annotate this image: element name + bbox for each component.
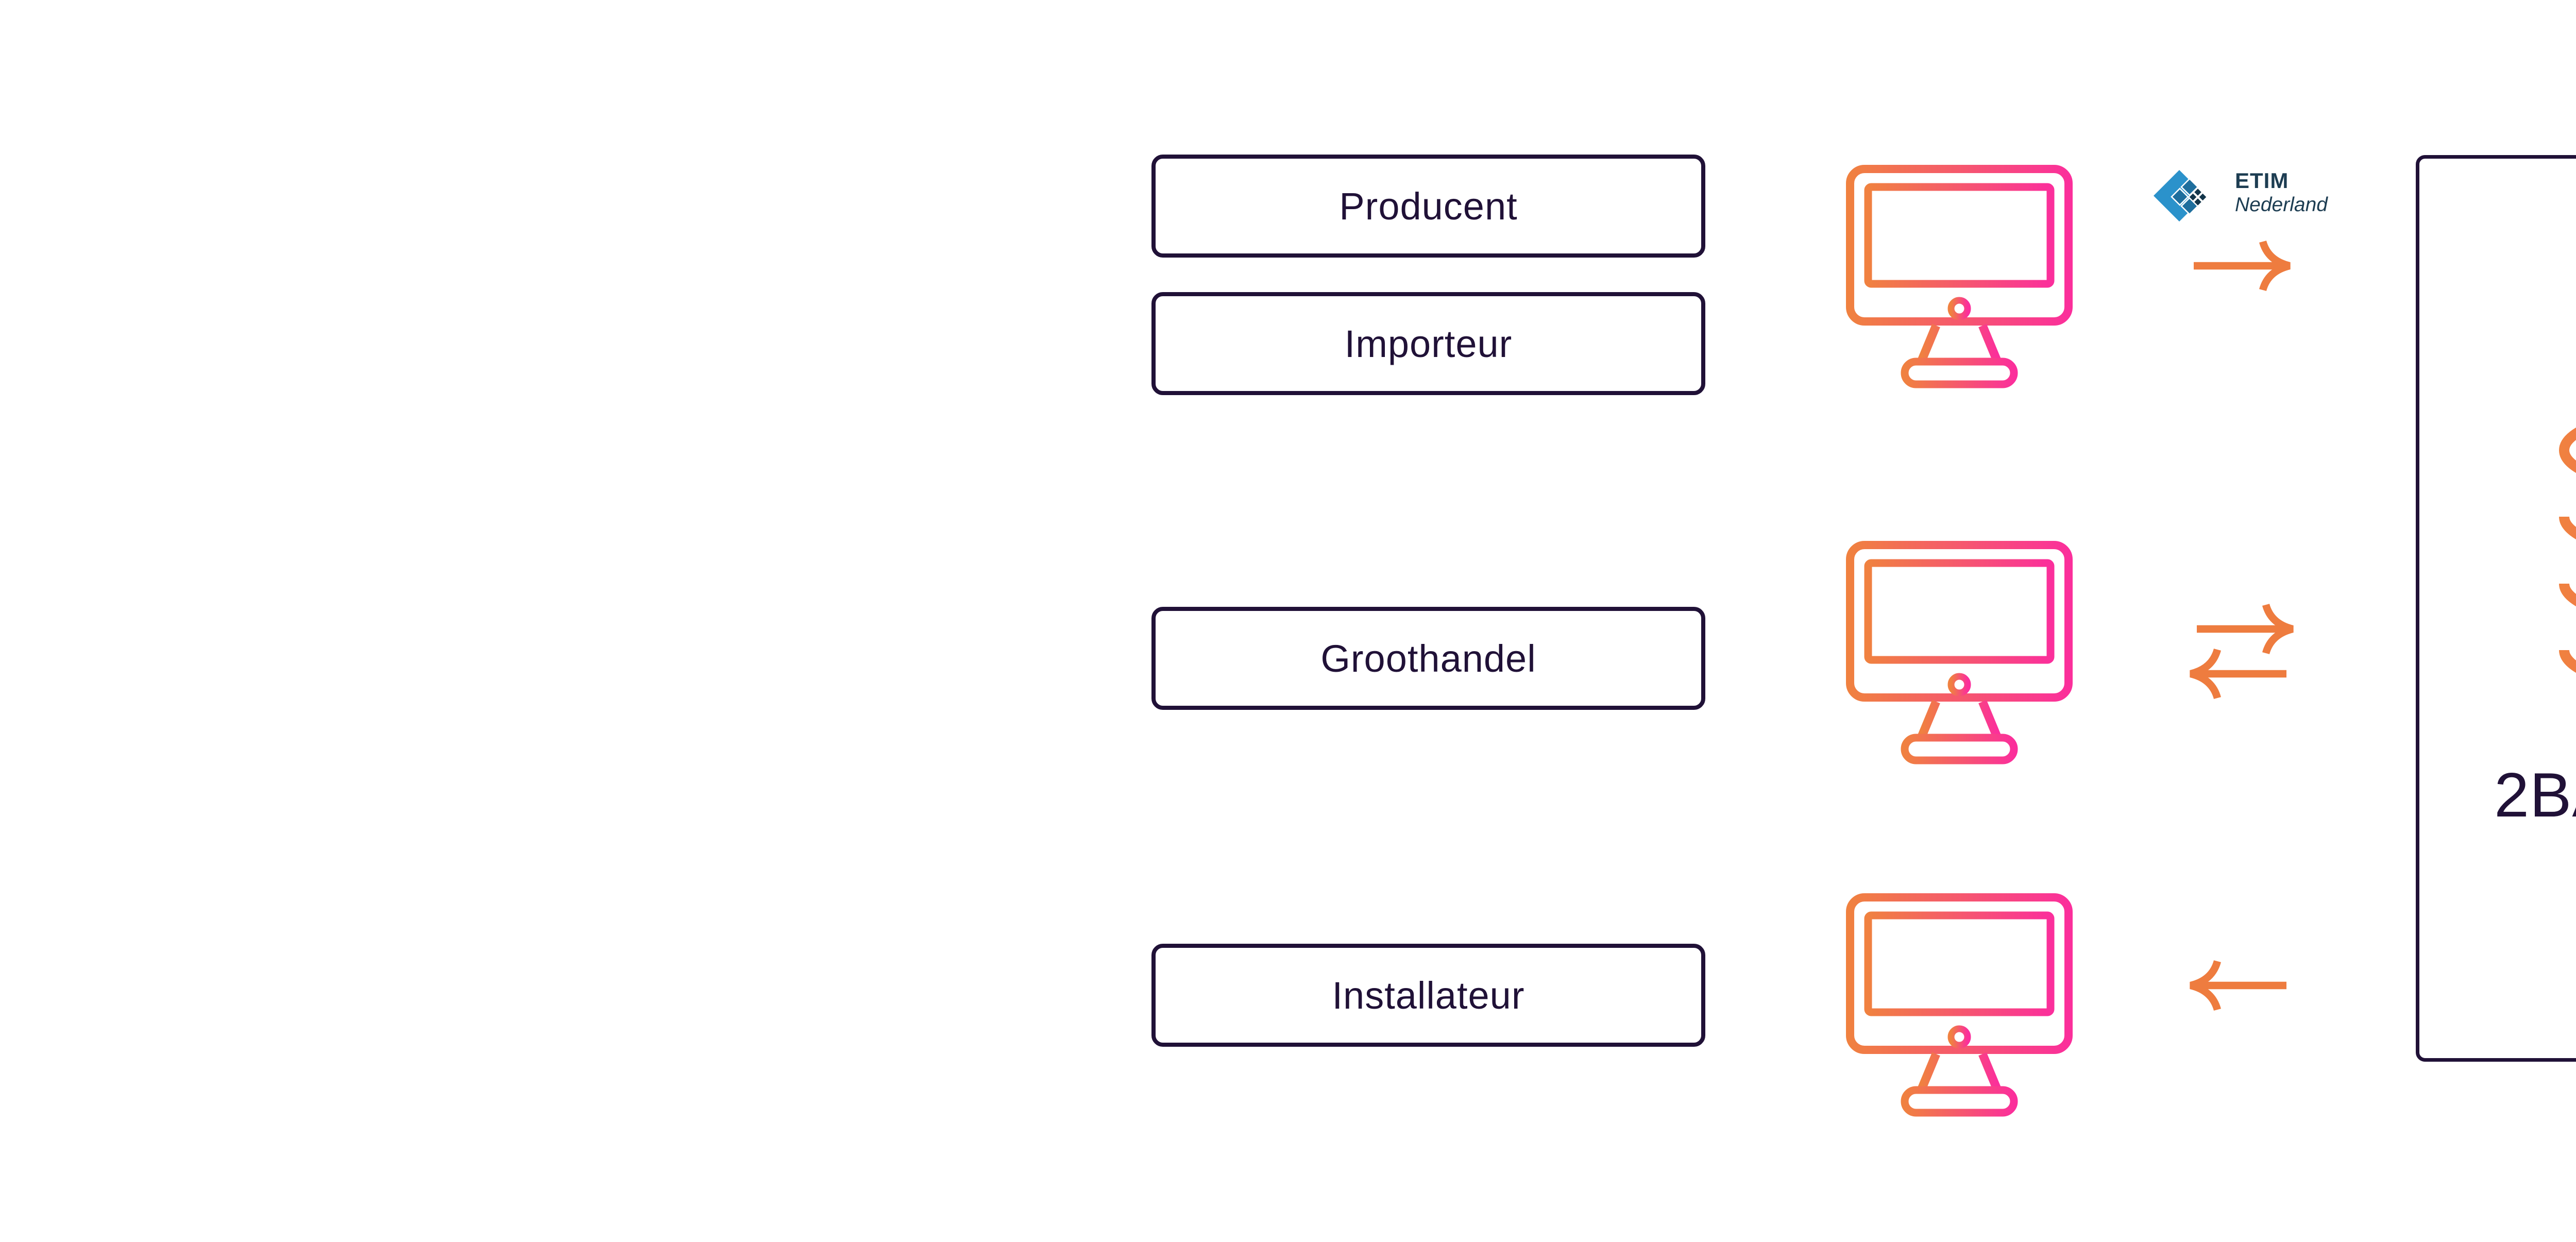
etim-logo-title: ETIM [2235,168,2289,193]
actor-label-groothandel: Groothandel [1320,637,1536,680]
actor-box-producent: Producent [1151,155,1705,258]
arrow-right-icon-top [2193,240,2291,292]
arrow-right-icon-middle [2196,603,2294,655]
actor-label-installateur: Installateur [1332,974,1525,1017]
database-icon [2559,427,2576,673]
actor-box-installateur: Installateur [1151,944,1705,1047]
database-label: 2BA database [2494,760,2576,830]
actor-label-producent: Producent [1339,184,1518,228]
etim-logo-icon [2154,170,2208,222]
actor-box-groothandel: Groothandel [1151,607,1705,710]
arrow-left-icon-middle [2190,648,2287,700]
etim-logo-text: ETIM Nederland [2235,170,2328,215]
desktop-computer-icon-bottom [1845,892,2074,1117]
etim-logo-subtitle: Nederland [2235,194,2328,216]
actor-label-importeur: Importeur [1344,322,1513,365]
desktop-computer-icon-middle [1845,540,2074,764]
desktop-computer-icon-top [1845,164,2074,388]
actor-box-importeur: Importeur [1151,292,1705,395]
arrow-left-icon-bottom [2190,960,2287,1011]
database-panel: 2BA database [2416,155,2576,1062]
etim-nederland-logo: ETIM Nederland [2153,163,2338,230]
